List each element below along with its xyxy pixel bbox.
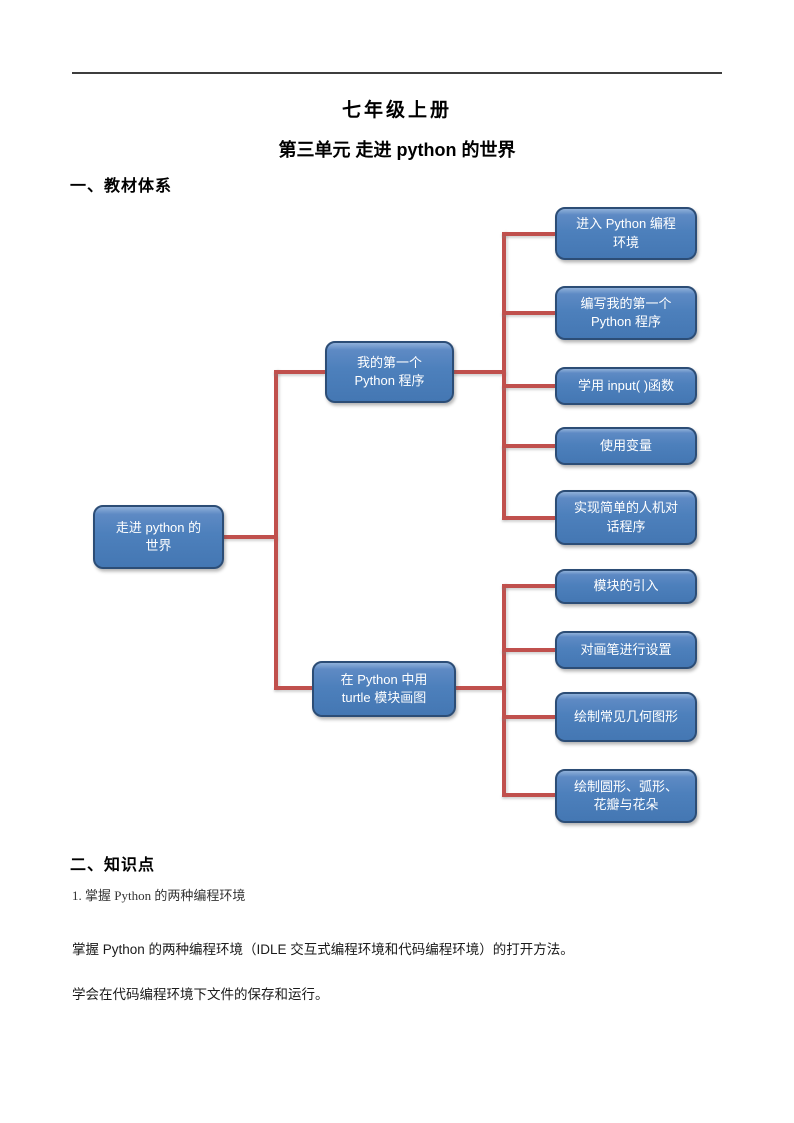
connector-to-leaf-4	[502, 444, 555, 448]
diagram-node-leaf-1: 进入 Python 编程 环境	[555, 207, 697, 260]
diagram-node-leaf-4: 使用变量	[555, 427, 697, 465]
diagram-node-leaf-2: 编写我的第一个 Python 程序	[555, 286, 697, 340]
connector-to-leaf-7	[502, 648, 555, 652]
connector-to-branch-1	[274, 370, 325, 374]
connector-to-leaf-6	[502, 584, 555, 588]
diagram-node-leaf-8: 绘制常见几何图形	[555, 692, 697, 742]
diagram-node-branch-2: 在 Python 中用 turtle 模块画图	[312, 661, 456, 717]
connector-trunk-3	[502, 584, 506, 797]
diagram-node-leaf-5: 实现简单的人机对 话程序	[555, 490, 697, 545]
connector-to-leaf-2	[502, 311, 555, 315]
header-rule	[72, 72, 722, 74]
doc-title: 七年级上册	[341, 100, 452, 121]
connector-to-leaf-1	[502, 232, 555, 236]
diagram-node-branch-1: 我的第一个 Python 程序	[325, 341, 454, 403]
knowledge-para-1: 掌握 Python 的两种编程环境（IDLE 交互式编程环境和代码编程环境）的打…	[72, 942, 574, 957]
section-heading-knowledge: 二、知识点	[70, 857, 156, 874]
diagram-node-leaf-3: 学用 input( )函数	[555, 367, 697, 405]
connector-branch2-trunk	[456, 686, 506, 690]
connector-to-leaf-3	[502, 384, 555, 388]
section-heading-materials: 一、教材体系	[70, 178, 173, 195]
knowledge-item-1: 1. 掌握 Python 的两种编程环境	[72, 888, 246, 903]
connector-to-leaf-8	[502, 715, 555, 719]
connector-to-leaf-9	[502, 793, 555, 797]
connector-to-leaf-5	[502, 516, 555, 520]
connector-branch1-trunk	[454, 370, 506, 374]
diagram-node-leaf-7: 对画笔进行设置	[555, 631, 697, 669]
diagram-node-leaf-6: 模块的引入	[555, 569, 697, 604]
connector-root-trunk	[222, 535, 278, 539]
diagram-node-root: 走进 python 的 世界	[93, 505, 224, 569]
diagram-node-leaf-9: 绘制圆形、弧形、 花瓣与花朵	[555, 769, 697, 823]
unit-title: 第三单元 走进 python 的世界	[278, 140, 516, 160]
connector-to-branch-2	[274, 686, 312, 690]
connector-trunk-1	[274, 370, 278, 690]
connector-trunk-2	[502, 232, 506, 520]
knowledge-para-2: 学会在代码编程环境下文件的保存和运行。	[72, 987, 329, 1002]
